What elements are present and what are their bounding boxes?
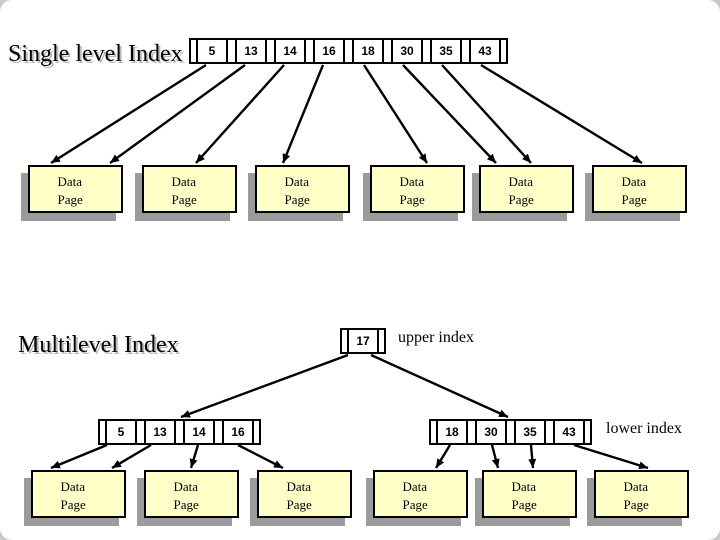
index-pointer-arrow bbox=[441, 64, 532, 164]
index-pointer-arrow bbox=[362, 64, 429, 164]
index-pointer-arrow bbox=[237, 443, 284, 470]
index-pointer-arrow bbox=[573, 443, 649, 470]
index-pointer-arrow bbox=[50, 63, 207, 165]
index-key-cell: 18 bbox=[436, 421, 468, 443]
index-key-cell: 5 bbox=[196, 40, 228, 62]
index-key-cell: 35 bbox=[514, 421, 546, 443]
index-pointer-arrow bbox=[402, 64, 497, 164]
index-key-cell: 14 bbox=[183, 421, 215, 443]
index-pointer-arrow bbox=[180, 353, 349, 419]
index-pointer-arrow bbox=[50, 443, 108, 470]
index-key-cell: 43 bbox=[469, 40, 501, 62]
index-key-cell: 13 bbox=[235, 40, 267, 62]
index-key-cell: 35 bbox=[430, 40, 462, 62]
index-key-cell: 18 bbox=[352, 40, 384, 62]
index-key-cell: 43 bbox=[553, 421, 585, 443]
index-key-cell: 30 bbox=[475, 421, 507, 443]
index-key-cell: 16 bbox=[222, 421, 254, 443]
upper-index-label: upper index bbox=[398, 329, 474, 346]
index-pointer-arrow bbox=[189, 444, 200, 469]
index-key-cell: 30 bbox=[391, 40, 423, 62]
index-pointer-arrow bbox=[434, 444, 452, 469]
index-key-cell: 17 bbox=[347, 330, 379, 352]
index-key-cell: 5 bbox=[105, 421, 137, 443]
index-pointer-arrow bbox=[281, 64, 325, 164]
index-key-cell: 16 bbox=[313, 40, 345, 62]
multilevel-index-title: Multilevel Index bbox=[18, 332, 179, 358]
index-key-cell: 14 bbox=[274, 40, 306, 62]
lower-index-node-left: 5 13 14 16 bbox=[98, 419, 261, 445]
index-pointer-arrow bbox=[480, 63, 643, 165]
index-pointer-arrow bbox=[370, 353, 509, 419]
lower-index-node-right: 18 30 35 43 bbox=[429, 419, 592, 445]
index-pointer-arrow bbox=[195, 64, 285, 164]
index-pointer-arrow bbox=[490, 444, 500, 469]
upper-index-node: 17 bbox=[340, 328, 386, 354]
index-pointer-arrow bbox=[111, 443, 152, 470]
index-key-cell: 13 bbox=[144, 421, 176, 443]
single-level-index-node: 5 13 14 16 18 30 35 43 bbox=[189, 38, 508, 64]
index-pointer-arrow bbox=[528, 444, 537, 469]
lower-index-label: lower index bbox=[606, 420, 682, 437]
single-level-index-title: Single level Index bbox=[8, 41, 183, 67]
index-pointer-arrow bbox=[109, 64, 246, 164]
